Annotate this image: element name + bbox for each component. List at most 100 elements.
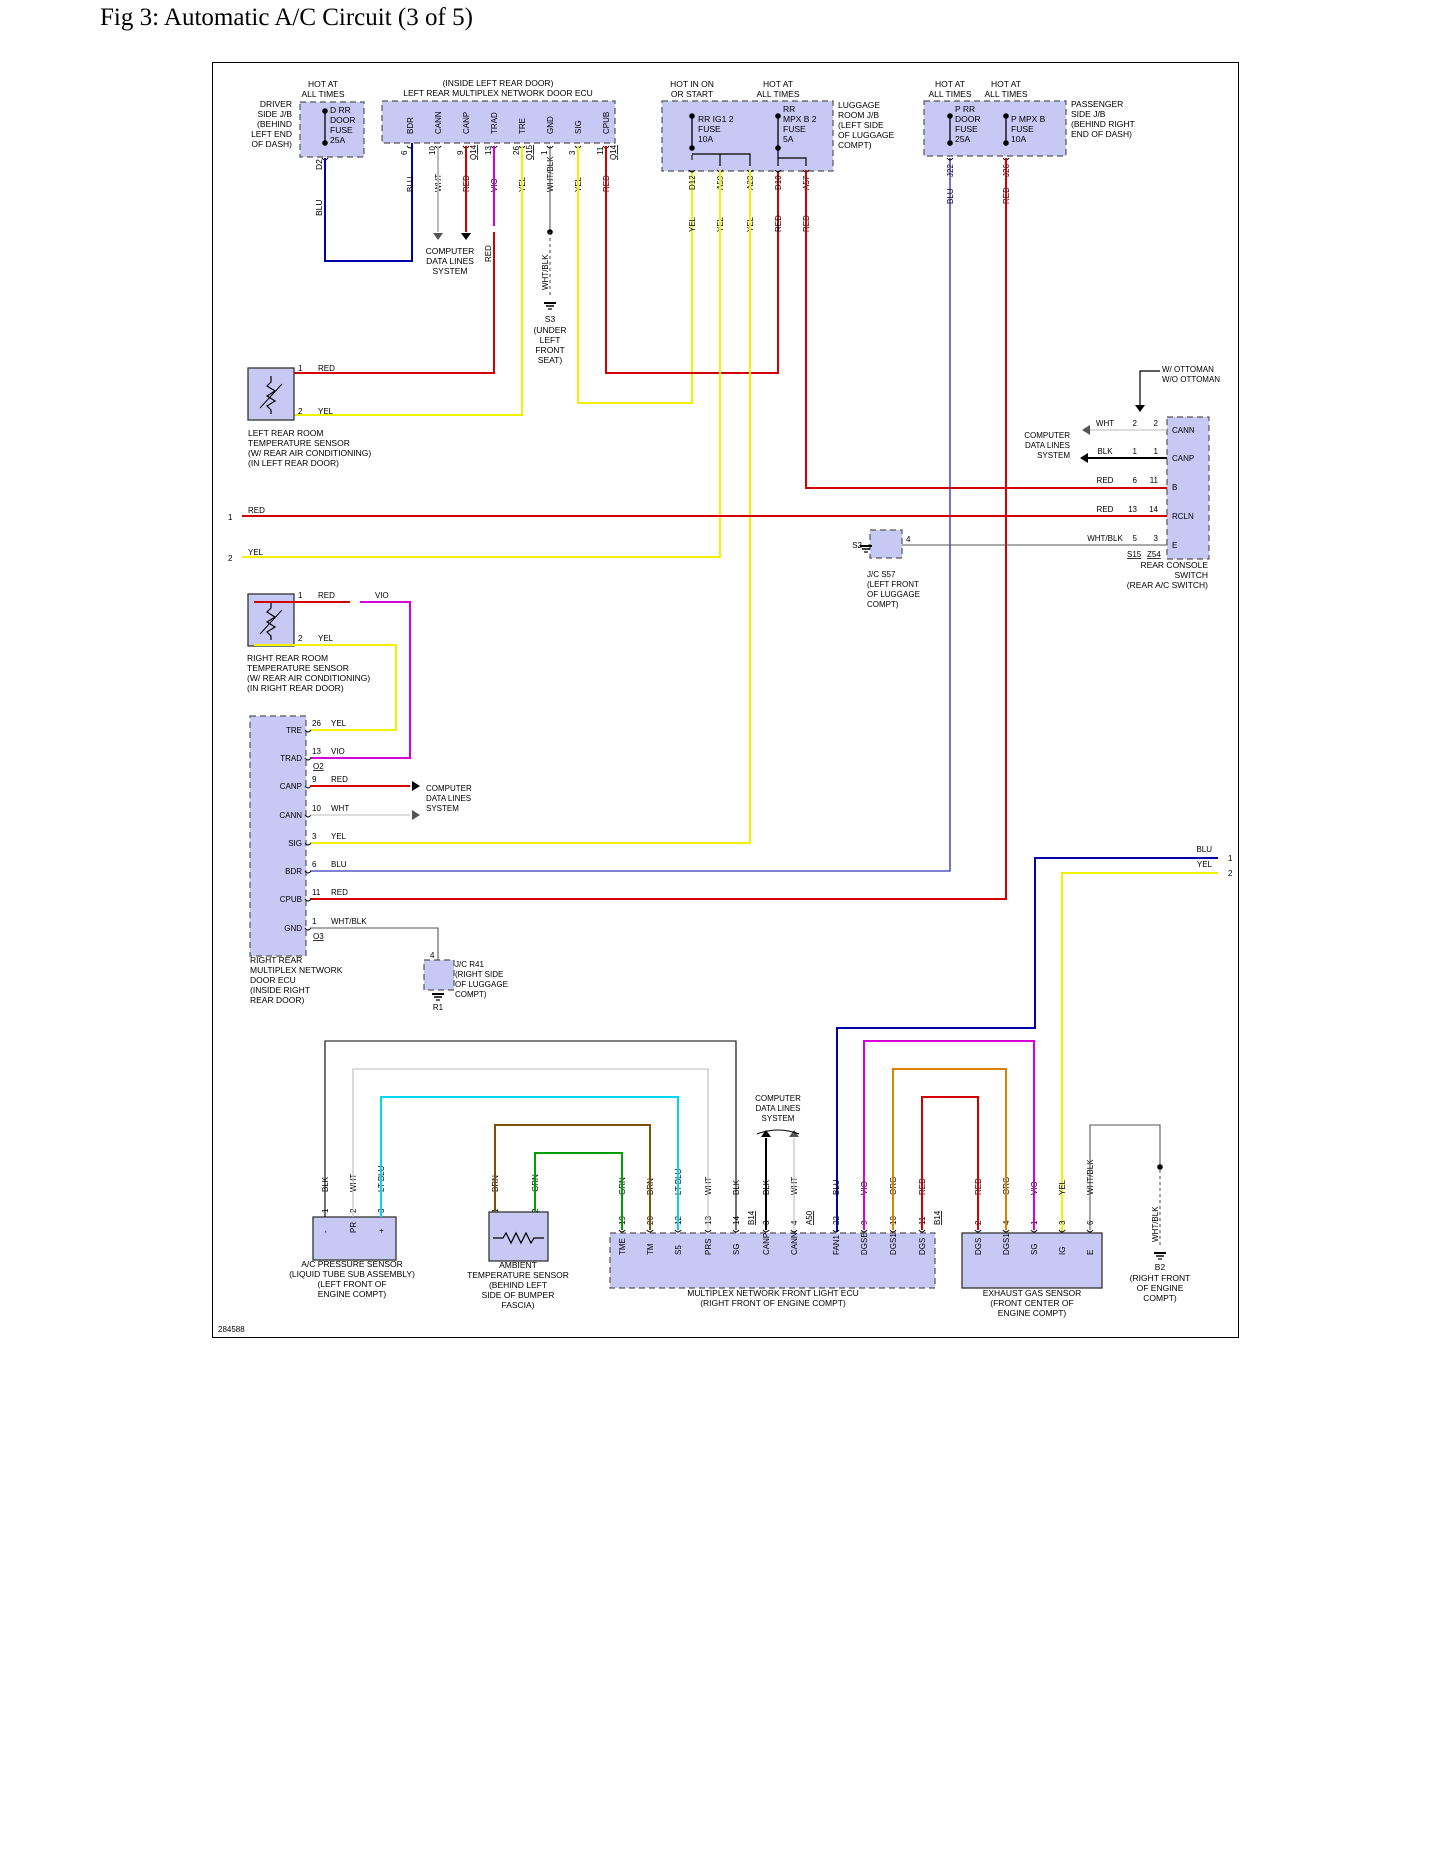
pin-name: CANP bbox=[280, 782, 302, 791]
pin-number: 22 bbox=[832, 1216, 841, 1225]
pin-number: 26 bbox=[312, 719, 321, 728]
fuse-label: P MPX B bbox=[1011, 114, 1046, 124]
cdl-label: COMPUTER bbox=[426, 784, 472, 793]
wire-yel bbox=[577, 146, 693, 404]
arrow-head bbox=[461, 233, 471, 240]
pin-number: 2 bbox=[1154, 419, 1159, 428]
fuse-label: RR IG1 2 bbox=[698, 114, 734, 124]
pin-name: PRS bbox=[704, 1239, 713, 1255]
pin-name: SIG bbox=[574, 120, 583, 134]
splice-point bbox=[1157, 1164, 1163, 1170]
jb-description: (LEFT SIDE bbox=[838, 120, 884, 130]
page-title: Fig 3: Automatic A/C Circuit (3 of 5) bbox=[100, 4, 473, 31]
arrow-head bbox=[412, 810, 420, 820]
pin-number: 13 bbox=[484, 146, 493, 155]
connector-id: O2 bbox=[313, 762, 324, 771]
wire-label: RED bbox=[318, 591, 335, 600]
wire-label: BLU bbox=[406, 176, 415, 192]
jb-description: (BEHIND RIGHT bbox=[1071, 119, 1135, 129]
hot-label: ALL TIMES bbox=[757, 89, 800, 99]
pin-number: 6 bbox=[400, 150, 409, 155]
junction-r41 bbox=[423, 959, 455, 991]
pin-name: TRAD bbox=[490, 112, 499, 134]
cdl-label: SYSTEM bbox=[426, 804, 459, 813]
junction-description: COMPT) bbox=[455, 990, 487, 999]
sensor-description: (W/ REAR AIR CONDITIONING) bbox=[247, 673, 370, 683]
sensor-description: (IN LEFT REAR DOOR) bbox=[248, 458, 339, 468]
fuse-label: DOOR bbox=[955, 114, 981, 124]
fuse-label: FUSE bbox=[955, 124, 978, 134]
pin-number: 10 bbox=[428, 146, 437, 155]
wire-blu bbox=[310, 158, 951, 872]
fuse-node bbox=[322, 108, 328, 114]
switch-description: SWITCH bbox=[1174, 570, 1208, 580]
connector-pin bbox=[304, 814, 312, 818]
arrow-head bbox=[761, 1130, 771, 1137]
wire-label: RED bbox=[774, 215, 783, 232]
ecu-description: (INSIDE LEFT REAR DOOR) bbox=[443, 78, 554, 88]
jb-description: OF LUGGAGE bbox=[838, 130, 895, 140]
connector-pin bbox=[304, 927, 312, 931]
pin-name: CANN bbox=[1172, 426, 1195, 435]
wire-label: BLU bbox=[314, 199, 324, 216]
ecu-description: (INSIDE RIGHT bbox=[250, 985, 310, 995]
pin-number: 14 bbox=[1149, 505, 1158, 514]
sensor-description: ENGINE COMPT) bbox=[998, 1308, 1067, 1318]
jb-description: LUGGAGE bbox=[838, 100, 880, 110]
fuse-node bbox=[1003, 113, 1009, 119]
pin-label: D2 bbox=[314, 159, 324, 170]
offpage-number: 2 bbox=[1228, 869, 1233, 878]
pin-name: CANP bbox=[762, 1233, 771, 1255]
pin-name: IG bbox=[1058, 1247, 1067, 1255]
pin-name: SIG bbox=[288, 839, 302, 848]
ecu-description: MULTIPLEX NETWORK bbox=[250, 965, 343, 975]
fuse-label: D RR bbox=[330, 105, 351, 115]
offpage-number: 1 bbox=[228, 513, 233, 522]
pin-name: B bbox=[1172, 483, 1177, 492]
pin-name: TRE bbox=[518, 118, 527, 134]
sensor-description: (IN RIGHT REAR DOOR) bbox=[247, 683, 344, 693]
pin-name: SG bbox=[732, 1243, 741, 1255]
connector-pin bbox=[304, 729, 312, 733]
connector-id: Q14 bbox=[609, 144, 618, 160]
sensor-description: (W/ REAR AIR CONDITIONING) bbox=[248, 448, 371, 458]
wire-label: BLU bbox=[832, 1179, 841, 1195]
fuse-label: FUSE bbox=[698, 124, 721, 134]
pin-number: 13 bbox=[1128, 505, 1137, 514]
connector-pin bbox=[674, 1229, 682, 1233]
wire-org bbox=[892, 1068, 1007, 1230]
junction-description: (LEFT FRONT bbox=[867, 580, 919, 589]
switch-description: REAR CONSOLE bbox=[1140, 560, 1208, 570]
cdl-label: DATA LINES bbox=[426, 794, 471, 803]
wire-red bbox=[805, 170, 1170, 489]
pin-number: 3 bbox=[1058, 1220, 1067, 1225]
splice-description: FRONT bbox=[535, 345, 564, 355]
connector-pin bbox=[774, 169, 782, 173]
pin-number: 2 bbox=[298, 407, 303, 416]
connector-pin bbox=[790, 1229, 798, 1233]
wire-label: YEL bbox=[1058, 1179, 1067, 1195]
wire-label: VIO bbox=[331, 747, 345, 756]
connector-pin bbox=[646, 1229, 654, 1233]
wire-label: WHT/BLK bbox=[1087, 534, 1123, 543]
thermistor-symbol bbox=[265, 602, 277, 640]
hot-label: ALL TIMES bbox=[929, 89, 972, 99]
splice-description: LEFT bbox=[540, 335, 561, 345]
pin-number: 11 bbox=[312, 888, 321, 897]
sensor-description: FASCIA) bbox=[501, 1300, 534, 1310]
pin-name: BDR bbox=[285, 867, 302, 876]
arrow-head bbox=[1135, 405, 1145, 412]
pin-number: 9 bbox=[456, 150, 465, 155]
jb-description: OF DASH) bbox=[251, 139, 292, 149]
pin-name: GND bbox=[546, 116, 555, 134]
ecu-description: (RIGHT FRONT OF ENGINE COMPT) bbox=[700, 1298, 846, 1308]
pin-number: 1 bbox=[1154, 447, 1159, 456]
sensor-description: TEMPERATURE SENSOR bbox=[248, 438, 350, 448]
wire-ltblu bbox=[380, 1096, 679, 1230]
ground-label: R1 bbox=[433, 1003, 444, 1012]
wire-label: VIO bbox=[375, 591, 389, 600]
wire-label: WHT bbox=[1096, 419, 1114, 428]
wire-brn bbox=[494, 1124, 651, 1230]
pin-number: 3 bbox=[312, 832, 317, 841]
sensor-description: AMBIENT bbox=[499, 1260, 537, 1270]
